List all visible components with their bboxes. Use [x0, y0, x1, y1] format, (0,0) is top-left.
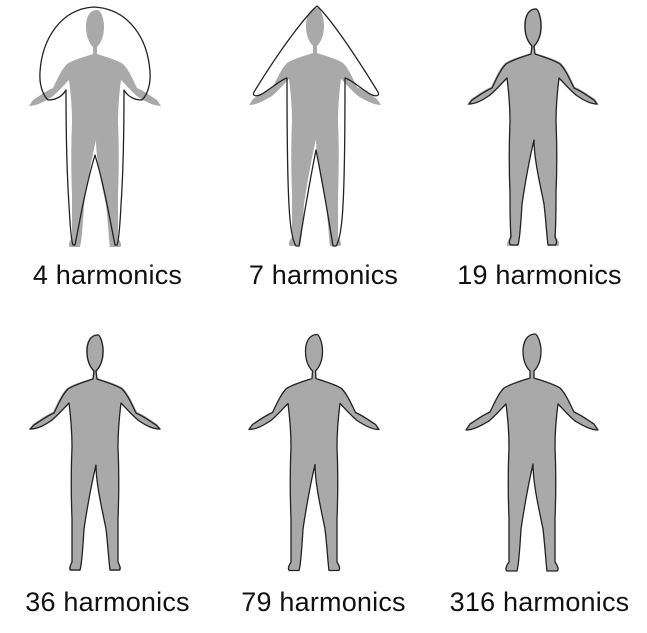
harmonics-unit: harmonics [279, 587, 405, 617]
body-silhouette-with-approximation [432, 0, 647, 255]
body-silhouette-with-approximation [0, 320, 215, 575]
harmonics-count: 36 [25, 587, 55, 617]
caption: 79 harmonics [216, 587, 431, 618]
human-silhouette [29, 10, 161, 247]
caption: 4 harmonics [0, 260, 215, 291]
harmonics-count: 19 [457, 260, 487, 290]
body-silhouette-with-approximation [216, 320, 431, 575]
panel-7-harmonics: 7 harmonics [216, 0, 431, 313]
panel-4-harmonics: 4 harmonics [0, 0, 215, 313]
human-silhouette [467, 8, 599, 246]
human-silhouette [249, 8, 381, 246]
harmonics-unit: harmonics [63, 587, 189, 617]
harmonics-count: 4 [33, 260, 48, 290]
body-silhouette-with-approximation [216, 0, 431, 255]
caption: 19 harmonics [432, 260, 647, 291]
harmonics-unit: harmonics [503, 587, 629, 617]
panel-36-harmonics: 36 harmonics [0, 320, 215, 633]
harmonics-unit: harmonics [272, 260, 398, 290]
caption: 316 harmonics [432, 587, 647, 618]
panel-19-harmonics: 19 harmonics [432, 0, 647, 313]
panel-316-harmonics: 316 harmonics [432, 320, 647, 633]
body-silhouette-with-approximation [432, 320, 647, 575]
harmonics-count: 7 [249, 260, 264, 290]
harmonics-count: 79 [241, 587, 271, 617]
harmonics-unit: harmonics [495, 260, 621, 290]
harmonics-unit: harmonics [56, 260, 182, 290]
caption: 36 harmonics [0, 587, 215, 618]
panel-79-harmonics: 79 harmonics [216, 320, 431, 633]
harmonics-count: 316 [450, 587, 496, 617]
human-silhouette [248, 334, 380, 571]
human-silhouette [29, 334, 161, 571]
caption: 7 harmonics [216, 260, 431, 291]
body-silhouette-with-approximation [0, 0, 215, 255]
human-silhouette [466, 334, 598, 571]
